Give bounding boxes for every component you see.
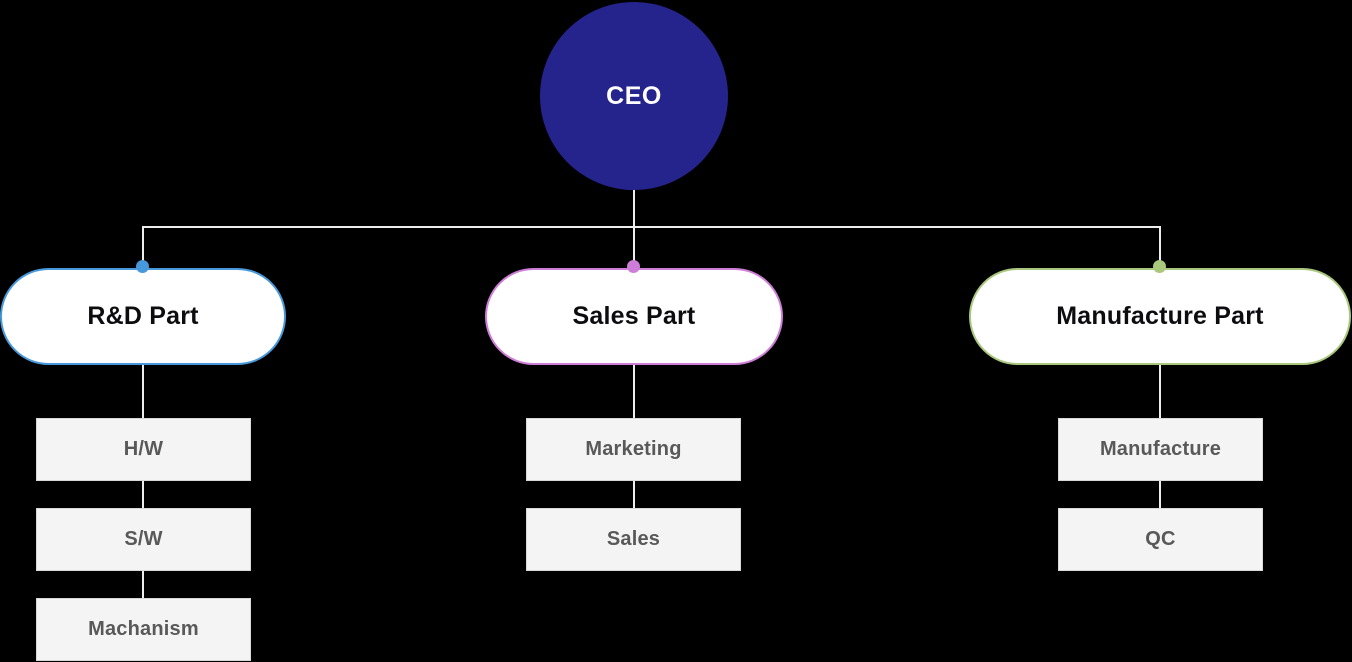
connector-manufacture-child-1 [1159, 365, 1161, 418]
child-node-hw[interactable]: H/W [36, 418, 251, 481]
child-label-hw: H/W [123, 438, 164, 460]
branch-node-sales[interactable]: Sales Part [485, 268, 783, 365]
child-label-qc: QC [1145, 528, 1176, 550]
connector-manufacture-child-2 [1159, 481, 1161, 508]
anchor-dot-rnd [136, 260, 149, 273]
connector-rnd-child-2 [142, 481, 144, 508]
branch-label-manufacture: Manufacture Part [1056, 302, 1264, 330]
anchor-dot-sales [627, 260, 640, 273]
child-node-machanism[interactable]: Machanism [36, 598, 251, 661]
connector-stub-rnd [142, 226, 144, 267]
ceo-node[interactable]: CEO [540, 2, 728, 190]
connector-rnd-child-1 [142, 365, 144, 418]
ceo-label: CEO [606, 81, 662, 110]
child-label-sw: S/W [124, 528, 163, 550]
connector-sales-child-1 [633, 365, 635, 418]
branch-node-rnd[interactable]: R&D Part [0, 268, 286, 365]
child-label-manufacture: Manufacture [1099, 438, 1222, 460]
branch-label-sales: Sales Part [572, 302, 696, 330]
branch-label-rnd: R&D Part [87, 302, 199, 330]
child-label-marketing: Marketing [585, 438, 682, 460]
child-node-qc[interactable]: QC [1058, 508, 1263, 571]
connector-stub-manufacture [1159, 226, 1161, 267]
connector-rnd-child-3 [142, 571, 144, 598]
child-node-manufacture[interactable]: Manufacture [1058, 418, 1263, 481]
child-node-sw[interactable]: S/W [36, 508, 251, 571]
connector-sales-child-2 [633, 481, 635, 508]
child-label-machanism: Machanism [88, 618, 199, 640]
connector-ceo-drop [633, 190, 635, 227]
branch-node-manufacture[interactable]: Manufacture Part [969, 268, 1351, 365]
child-node-sales[interactable]: Sales [526, 508, 741, 571]
child-label-sales: Sales [606, 528, 661, 550]
child-node-marketing[interactable]: Marketing [526, 418, 741, 481]
connector-horizontal-rail [142, 226, 1160, 228]
connector-stub-sales [633, 226, 635, 267]
anchor-dot-manufacture [1153, 260, 1166, 273]
